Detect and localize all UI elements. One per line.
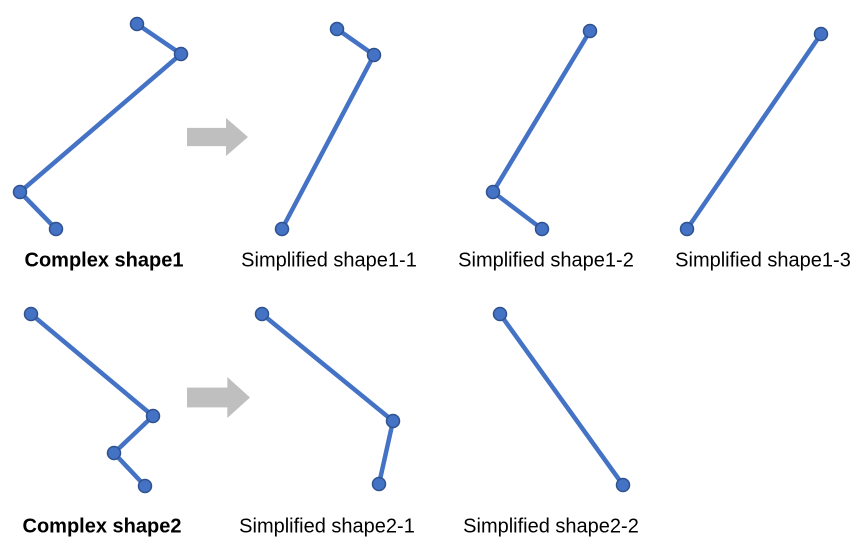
simplified-shape1-2-polyline	[490, 28, 593, 232]
complex-shape2	[23, 306, 161, 494]
vertex-dot	[679, 221, 695, 237]
vertex-dot	[274, 221, 290, 237]
simplified-shape2-1-polyline	[259, 311, 396, 487]
vertex-dot	[615, 477, 631, 493]
complex-shape1-polyline	[17, 21, 184, 232]
vertex-dot	[145, 408, 161, 424]
vertex-dot	[106, 445, 122, 461]
vertex-dot	[813, 26, 829, 42]
simplified-shape1-3	[679, 26, 829, 237]
vertex-dot	[12, 184, 28, 200]
simplified-shape1-3-polyline	[684, 31, 824, 232]
label-simplified-shape1-1: Simplified shape1-1	[241, 249, 417, 272]
right-arrow-icon	[187, 377, 250, 418]
vertex-dot	[48, 221, 64, 237]
vertex-dot	[582, 23, 598, 39]
vertex-dot	[366, 47, 382, 63]
vertex-dot	[485, 184, 501, 200]
label-simplified-shape1-3: Simplified shape1-3	[675, 249, 851, 272]
complex-shape2-polyline	[28, 311, 156, 489]
label-simplified-shape2-1: Simplified shape2-1	[239, 515, 415, 538]
vertex-dot	[173, 46, 189, 62]
label-complex-shape1: Complex shape1	[24, 249, 184, 272]
vertex-dot	[23, 306, 39, 322]
simplified-shape1-1	[274, 21, 382, 237]
simplified-shape1-1-polyline	[279, 26, 377, 232]
vertex-dot	[329, 21, 345, 37]
label-simplified-shape2-2: Simplified shape2-2	[463, 515, 639, 538]
label-simplified-shape1-2: Simplified shape1-2	[458, 249, 634, 272]
simplified-shape2-2-polyline	[497, 311, 626, 488]
vertex-dot	[371, 476, 387, 492]
simplified-shape2-1	[254, 306, 401, 492]
simplified-shape2-2	[492, 306, 631, 493]
vertex-dot	[129, 16, 145, 32]
vertex-dot	[254, 306, 270, 322]
label-complex-shape2: Complex shape2	[22, 515, 182, 538]
simplified-shape1-2	[485, 23, 598, 237]
vertex-dot	[385, 413, 401, 429]
vertex-dot	[492, 306, 508, 322]
complex-shape1	[12, 16, 189, 237]
vertex-dot	[534, 221, 550, 237]
vertex-dot	[137, 478, 153, 494]
right-arrow-icon	[187, 118, 248, 156]
